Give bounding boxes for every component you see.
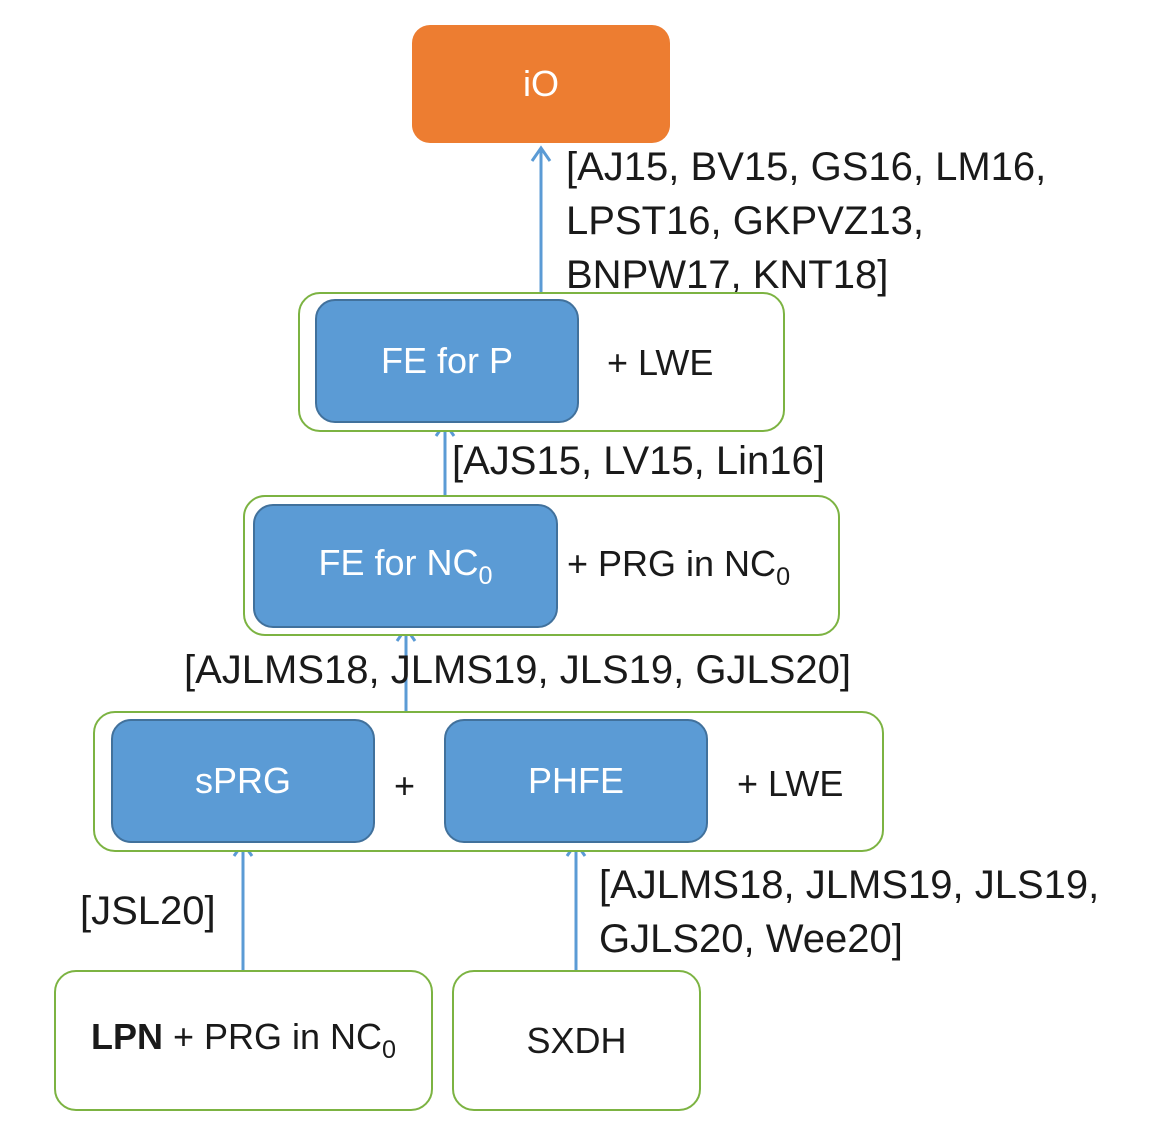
plus-sign: + [394, 765, 416, 806]
citation-line: [JSL20] [80, 889, 216, 933]
phfe-node: PHFE [444, 719, 708, 843]
citation-to-fe-nc0: [AJLMS18, JLMS19, JLS19, GJLS20] [184, 643, 851, 697]
citation-to-fe-p: [AJS15, LV15, Lin16] [452, 434, 825, 488]
citation-line: [AJ15, BV15, GS16, LM16, [566, 145, 1047, 189]
fe-nc0-suffix: + PRG in NC0 [567, 543, 790, 592]
arrow-fe-p-to-io-head [530, 145, 552, 162]
fe-nc0-suffix-text: + PRG in NC [567, 543, 777, 584]
fe-p-node: FE for P [315, 299, 579, 423]
lpn-node: LPN + PRG in NC0 [54, 970, 433, 1111]
fe-nc0-label: FE for NC0 [318, 542, 492, 591]
sprg-node: sPRG [111, 719, 375, 843]
sxdh-label: SXDH [526, 1019, 627, 1061]
lpn-subscript: 0 [382, 1035, 397, 1064]
fe-p-label: FE for P [380, 340, 514, 381]
sprg-label: sPRG [194, 760, 291, 801]
lpn-rest: + PRG in NC [162, 1016, 383, 1058]
fe-nc0-suffix-subscript: 0 [776, 562, 791, 591]
citation-line: [AJLMS18, JLMS19, JLS19, [599, 863, 1100, 907]
citation-to-io: [AJ15, BV15, GS16, LM16, LPST16, GKPVZ13… [566, 140, 1046, 302]
row3-suffix: + LWE [737, 763, 844, 804]
io-node: iO [412, 25, 670, 143]
sxdh-node: SXDH [452, 970, 701, 1111]
fe-nc0-node: FE for NC0 [253, 504, 558, 628]
fe-nc0-subscript: 0 [478, 561, 493, 590]
citation-line: [AJLMS18, JLMS19, JLS19, GJLS20] [184, 648, 852, 692]
citation-line: LPST16, GKPVZ13, [566, 199, 924, 243]
io-label: iO [523, 63, 559, 104]
lpn-label: LPN + PRG in NC0 [91, 1016, 396, 1065]
lpn-bold: LPN [90, 1016, 163, 1058]
phfe-label: PHFE [527, 760, 624, 801]
citation-line: BNPW17, KNT18] [566, 253, 889, 297]
fe-p-suffix: + LWE [607, 342, 714, 383]
fe-nc0-text: FE for NC [318, 541, 479, 583]
citation-to-sprg: [JSL20] [80, 884, 216, 938]
citation-to-phfe: [AJLMS18, JLMS19, JLS19, GJLS20, Wee20] [599, 858, 1099, 966]
citation-line: [AJS15, LV15, Lin16] [452, 439, 825, 483]
citation-line: GJLS20, Wee20] [599, 917, 903, 961]
